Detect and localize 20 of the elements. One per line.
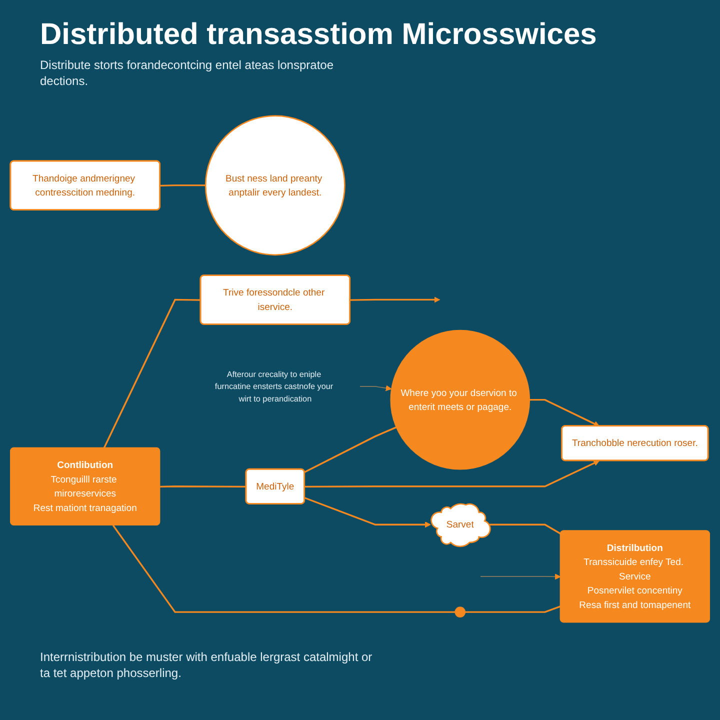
arrow — [480, 574, 561, 580]
arrow — [304, 496, 431, 528]
arrow — [350, 296, 440, 303]
connector — [160, 184, 206, 186]
connector — [465, 605, 561, 613]
arrow — [530, 398, 600, 426]
note-text: Interrnistribution be muster with enfuable lergrast catalmight or ta tet appeton phosserling. — [39, 648, 374, 682]
connector — [103, 298, 201, 448]
connector — [112, 524, 456, 613]
connector — [160, 485, 246, 488]
node-circle: Where yoo your dservion to enterit meets or pagage. — [390, 330, 530, 470]
node-text: Afterour crecality to eniple furncatine ensterts castnofe your wirt to perandication — [214, 369, 334, 404]
connector — [304, 426, 397, 473]
arrow — [304, 460, 600, 488]
title: Distributed transasstiom Microsswices — [39, 17, 598, 53]
connector — [490, 524, 562, 534]
arrow — [360, 385, 392, 391]
note-text: Distribute storts forandecontcing entel ateas lonspratoe dections. — [39, 56, 335, 89]
node-circle: Bust ness land preanty anptalir every landest. — [204, 114, 346, 256]
node-circle — [454, 606, 466, 618]
